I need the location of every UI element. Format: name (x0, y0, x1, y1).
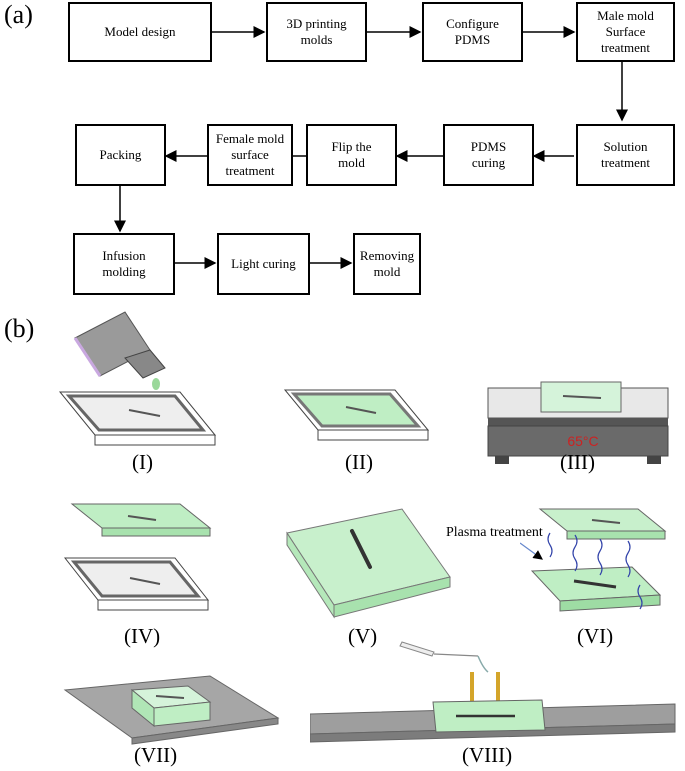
stage-7-label: (VII) (134, 743, 178, 767)
stage-1-label: (I) (132, 450, 153, 474)
stage-5-flipped-slab-illustration (286, 508, 451, 619)
stage-5-label: (V) (348, 624, 378, 648)
flowchart-arrows (114, 26, 628, 269)
panel-a-label: (a) (4, 0, 33, 29)
step-removing-mold: Removing mold (353, 233, 421, 295)
open-mold-1 (58, 391, 217, 446)
stage-3-oven-illustration: 65°C (487, 381, 669, 464)
step-pdms-curing: PDMS curing (443, 124, 534, 186)
stage-2-label: (II) (345, 450, 373, 474)
stage-6-label: (VI) (577, 624, 614, 648)
step-light-curing: Light curing (217, 233, 310, 295)
stage-8-infusion-illustration (310, 641, 676, 743)
step-model-design: Model design (68, 2, 212, 62)
stage-6-plasma-illustration (520, 508, 667, 612)
stage-1-pouring-illustration (58, 311, 217, 446)
plasma-waves (547, 532, 643, 610)
stage-4-label: (IV) (124, 624, 161, 648)
step-male-mold-treatment: Male mold Surface treatment (576, 2, 675, 62)
stage-8-label: (VIII) (462, 743, 513, 767)
step-configure-pdms: Configure PDMS (422, 2, 523, 62)
step-solution-treatment: Solution treatment (576, 124, 675, 186)
step-infusion-molding: Infusion molding (73, 233, 175, 295)
panel-b-label: (b) (4, 314, 35, 343)
plasma-treatment-label: Plasma treatment (446, 525, 543, 540)
syringe-icon (399, 641, 489, 673)
stage-7-packed-device-illustration (63, 675, 280, 745)
stage-4-demold-illustration (63, 503, 212, 611)
step-packing: Packing (75, 124, 166, 186)
pouring-cup-icon (73, 311, 166, 379)
oven-temperature: 65°C (567, 433, 598, 449)
stage-3-label: (III) (560, 450, 595, 474)
step-flip-mold: Flip the mold (306, 124, 397, 186)
step-female-mold-treatment: Female mold surface treatment (207, 124, 293, 186)
stage-2-filled-mold-illustration (283, 389, 430, 441)
step-3d-printing-molds: 3D printing molds (266, 2, 367, 62)
